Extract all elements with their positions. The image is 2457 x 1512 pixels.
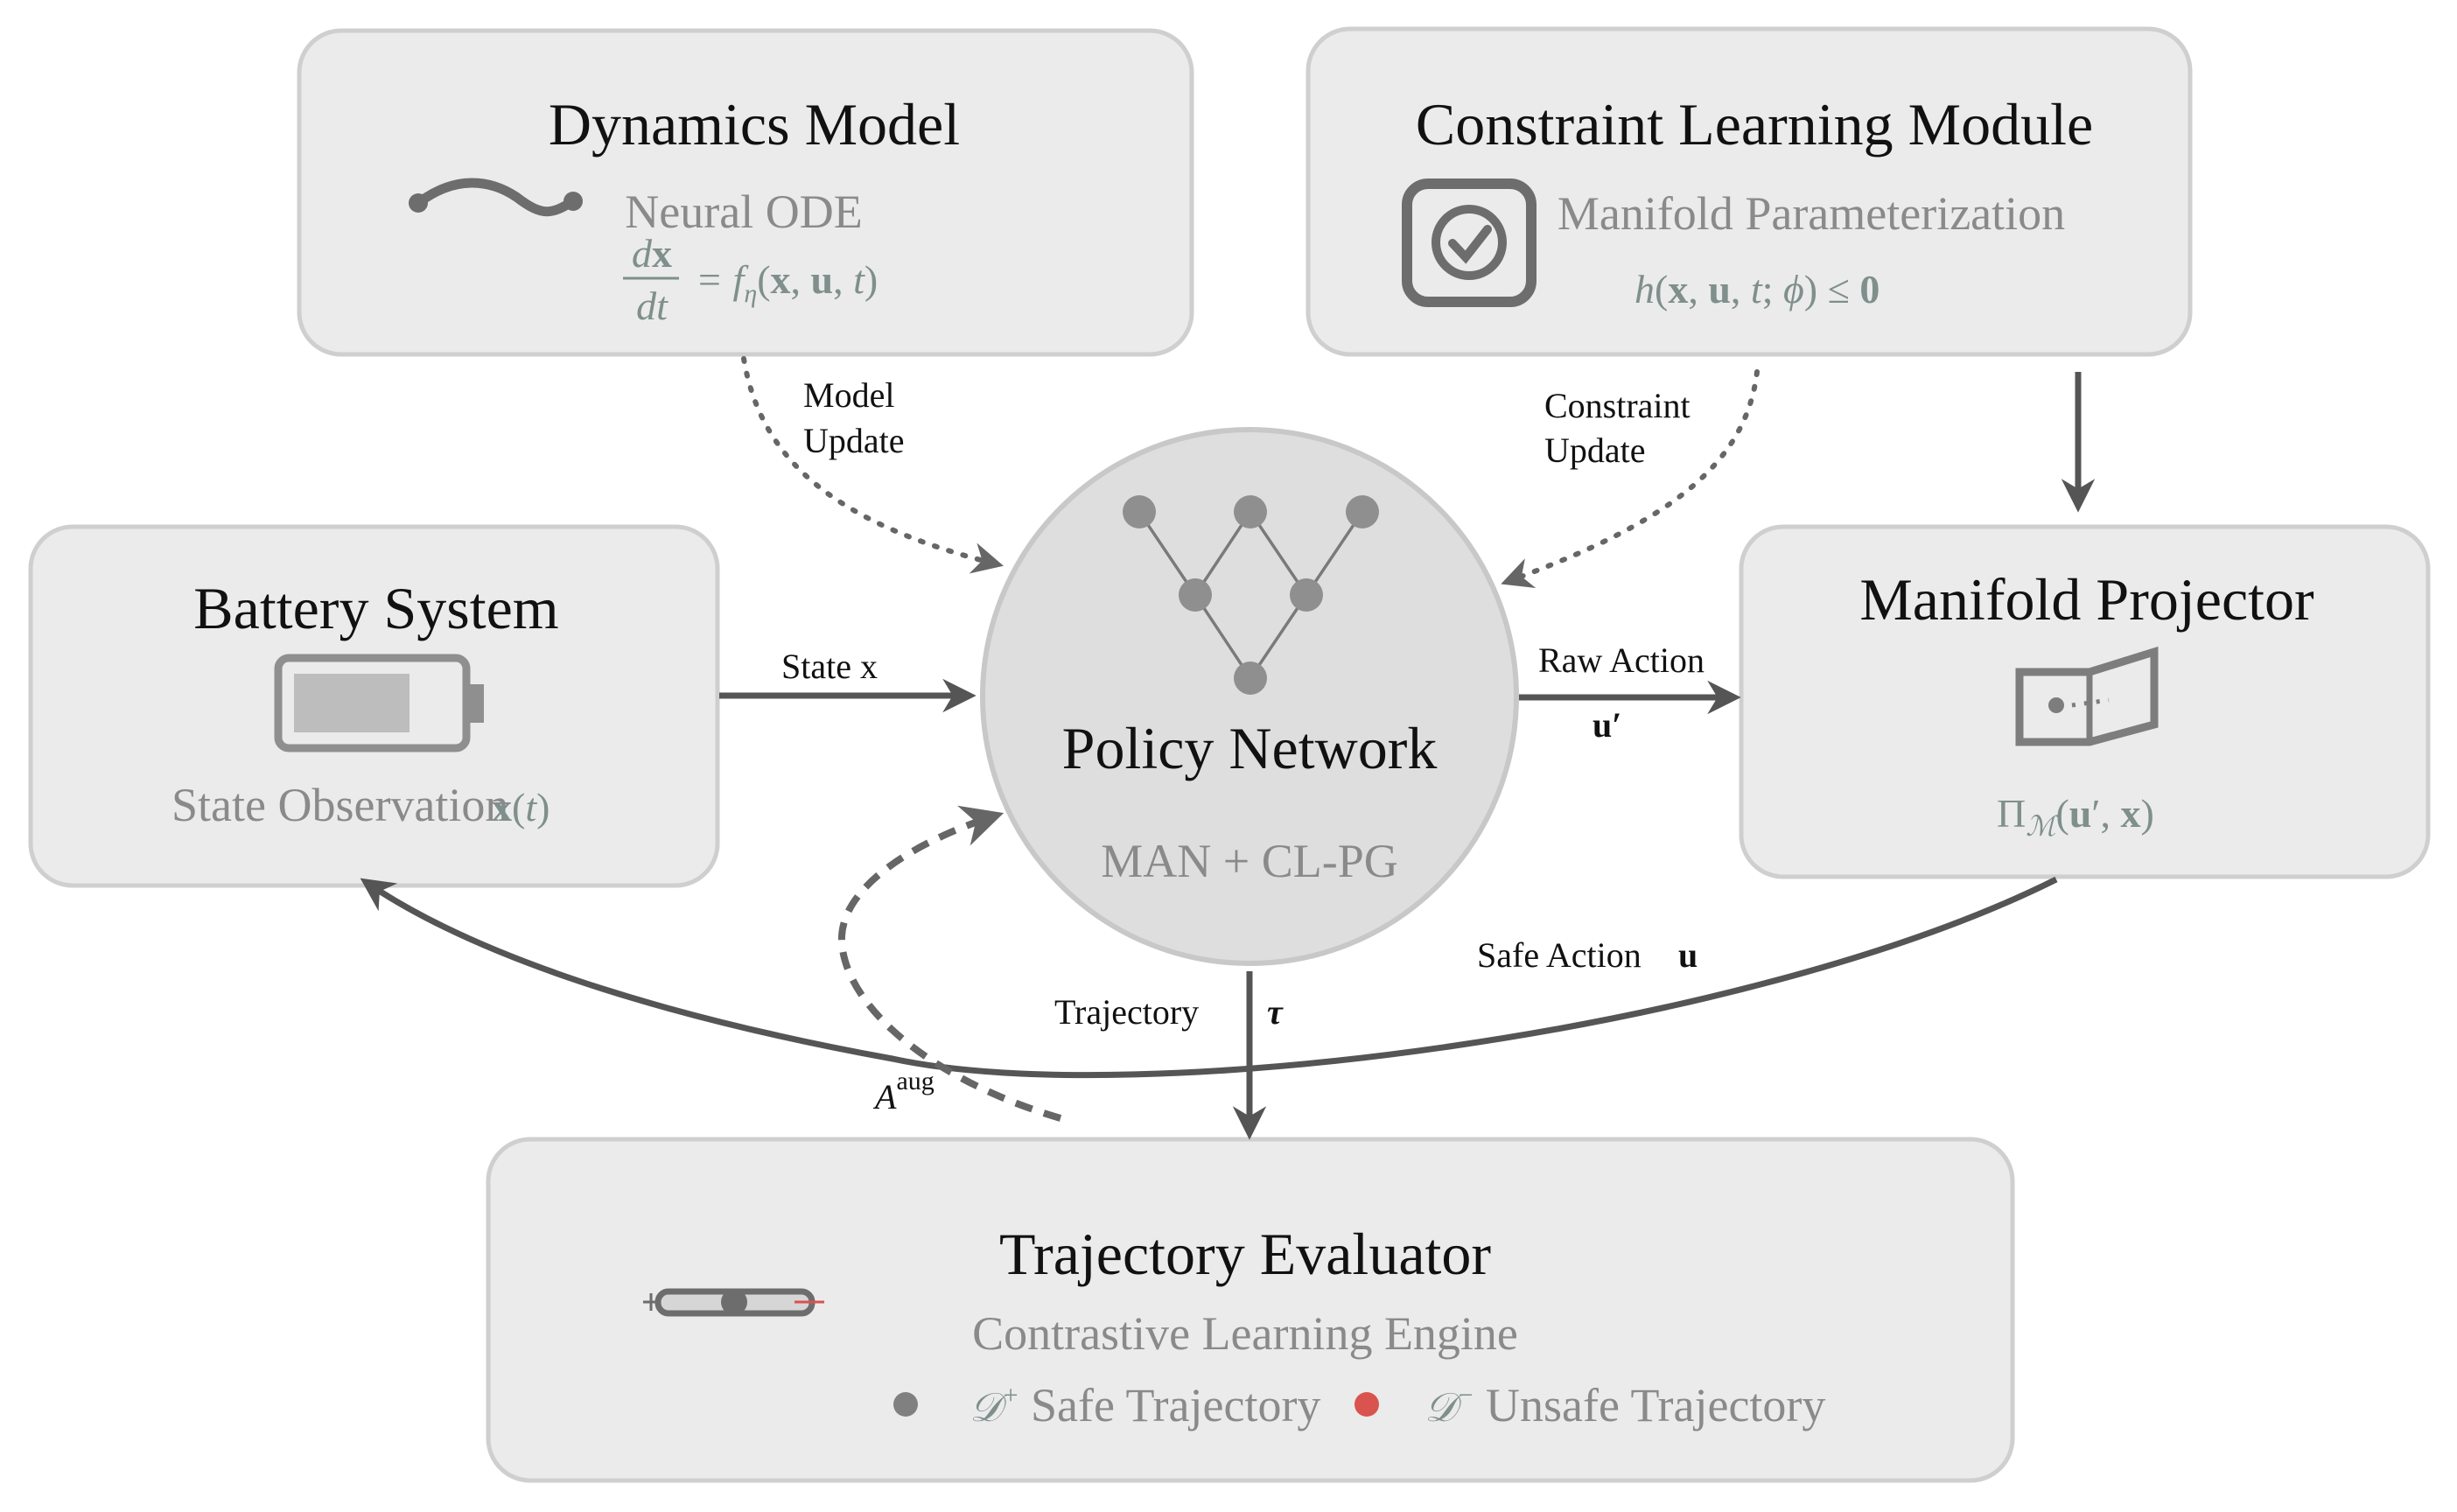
- ode-equation: dx dt = fη(x, u, t): [623, 231, 878, 328]
- constraint-module-subtitle: Manifold Parameterization: [1558, 187, 2065, 240]
- policy-network-subtitle: MAN + CL-PG: [1101, 835, 1397, 887]
- trajectory-evaluator-title: Trajectory Evaluator: [999, 1221, 1491, 1287]
- raw-action-symbol: u′: [1592, 705, 1622, 745]
- dynamics-model-box: Dynamics Model Neural ODE dx dt = fη(x, …: [297, 28, 1194, 357]
- battery-system-title: Battery System: [193, 575, 558, 641]
- constraint-update-label-2: Update: [1544, 430, 1646, 470]
- checkbox-icon: [1402, 178, 1536, 307]
- trajectory-symbol: τ: [1267, 992, 1284, 1032]
- battery-system-box: Battery System State Observation x(t): [28, 524, 720, 888]
- dynamics-model-title: Dynamics Model: [549, 91, 960, 158]
- constraint-update-edge: Constraint Update: [1501, 369, 1760, 589]
- battery-system-subtitle: State Observation: [172, 779, 508, 831]
- safe-action-label: Safe Action: [1477, 935, 1642, 975]
- safe-action-symbol: u: [1678, 935, 1698, 975]
- state-label: State x: [781, 647, 878, 686]
- safe-legend: 𝒟+ Safe Trajectory: [893, 1379, 1320, 1432]
- projection-icon: [2015, 646, 2159, 746]
- safe-action-edge: Safe Action u: [360, 876, 2058, 1079]
- trajectory-evaluator-subtitle: Contrastive Learning Engine: [972, 1307, 1518, 1360]
- model-update-edge: Model Update: [741, 356, 1004, 574]
- svg-text:= fη(x, u, t): = fη(x, u, t): [696, 257, 878, 308]
- manifold-projector-box: Manifold Projector Πℳ(u′, x): [1739, 524, 2431, 879]
- safe-dot-icon: [893, 1392, 918, 1417]
- trajectory-edge: Trajectory τ: [1054, 971, 1284, 1140]
- constraint-module-title: Constraint Learning Module: [1416, 91, 2093, 158]
- projection-equation: Πℳ(u′, x): [1997, 791, 2154, 842]
- advantage-symbol: Aaug: [872, 1067, 934, 1116]
- slider-icon: [643, 1288, 824, 1317]
- policy-network-title: Policy Network: [1062, 715, 1438, 781]
- state-observation-symbol: x(t): [492, 785, 550, 830]
- constraint-update-label: Constraint: [1544, 386, 1690, 425]
- unsafe-dot-icon: [1354, 1392, 1379, 1417]
- model-update-label-2: Update: [803, 421, 905, 460]
- trajectory-label: Trajectory: [1054, 992, 1199, 1032]
- manifold-projector-title: Manifold Projector: [1859, 566, 2314, 633]
- raw-action-edge: Raw Action u′: [1519, 640, 1741, 745]
- dynamics-model-subtitle: Neural ODE: [625, 186, 862, 238]
- wave-icon: [409, 178, 583, 217]
- svg-text:dt: dt: [636, 284, 668, 328]
- unsafe-legend: 𝒟− Unsafe Trajectory: [1354, 1379, 1825, 1432]
- policy-network-node: Policy Network MAN + CL-PG: [980, 427, 1519, 966]
- safe-trajectory-label: Safe Trajectory: [1031, 1379, 1320, 1432]
- constraint-module-box: Constraint Learning Module Manifold Para…: [1306, 26, 2193, 357]
- raw-action-label: Raw Action: [1538, 640, 1704, 680]
- network-graph-icon: [1123, 495, 1379, 695]
- constraint-equation: h(x, u, t; ϕ) ≤ 0: [1634, 267, 1880, 312]
- svg-text:dx: dx: [632, 231, 672, 276]
- battery-icon: [274, 654, 484, 752]
- unsafe-trajectory-label: Unsafe Trajectory: [1486, 1379, 1825, 1432]
- trajectory-evaluator-box: Trajectory Evaluator Contrastive Learnin…: [486, 1137, 2015, 1483]
- model-update-label: Model: [803, 375, 894, 415]
- state-edge: State x: [719, 647, 976, 713]
